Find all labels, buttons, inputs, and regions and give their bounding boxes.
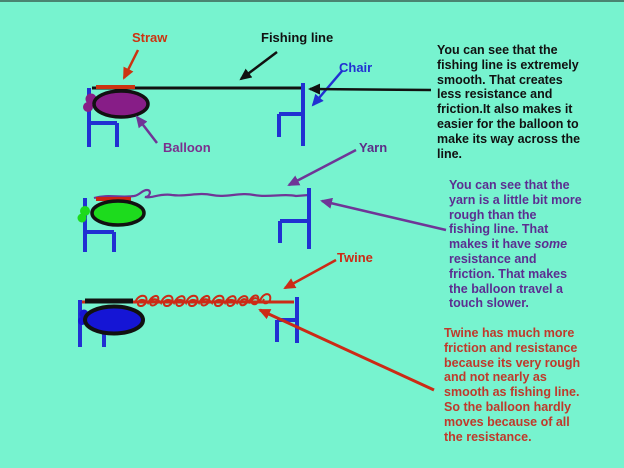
chair-label: Chair — [339, 60, 373, 75]
balloon-label: Balloon — [163, 140, 211, 155]
yarn-note-arrow — [320, 197, 447, 232]
chair-right-row2 — [278, 188, 311, 249]
twine-label-arrow — [283, 258, 337, 290]
twine-loops — [134, 293, 272, 307]
slide-top-edge — [0, 0, 624, 2]
straw-label-arrow — [122, 49, 140, 80]
fishing-note-arrow — [308, 83, 432, 95]
yarn-note-text-after: resistance and friction. That makes the … — [449, 251, 568, 311]
balloon-row1 — [92, 89, 150, 119]
yarn-note-text-before: You can see that the yarn is a little bi… — [449, 178, 582, 252]
yarn-label-arrow — [287, 148, 357, 187]
twine-label: Twine — [337, 250, 373, 265]
fishing-line-note: You can see that the fishing line is ext… — [437, 43, 581, 161]
straw-label: Straw — [132, 30, 168, 45]
twine-note-arrow — [258, 308, 435, 392]
balloon-knot-row2 — [77, 206, 90, 223]
yarn-line — [93, 188, 310, 200]
fishing-line-label-arrow — [239, 51, 278, 81]
yarn-note: You can see that the yarn is a little bi… — [449, 178, 624, 311]
twine-note: Twine has much more friction and resista… — [444, 326, 581, 444]
chair-right-row1 — [277, 83, 305, 146]
yarn-label: Yarn — [359, 140, 388, 155]
fishing-line-label: Fishing line — [261, 30, 334, 45]
balloon-label-arrow — [135, 115, 158, 144]
balloon-row2 — [90, 199, 146, 227]
balloon-row3 — [83, 304, 145, 336]
yarn-note-italic-word: some — [534, 237, 568, 252]
